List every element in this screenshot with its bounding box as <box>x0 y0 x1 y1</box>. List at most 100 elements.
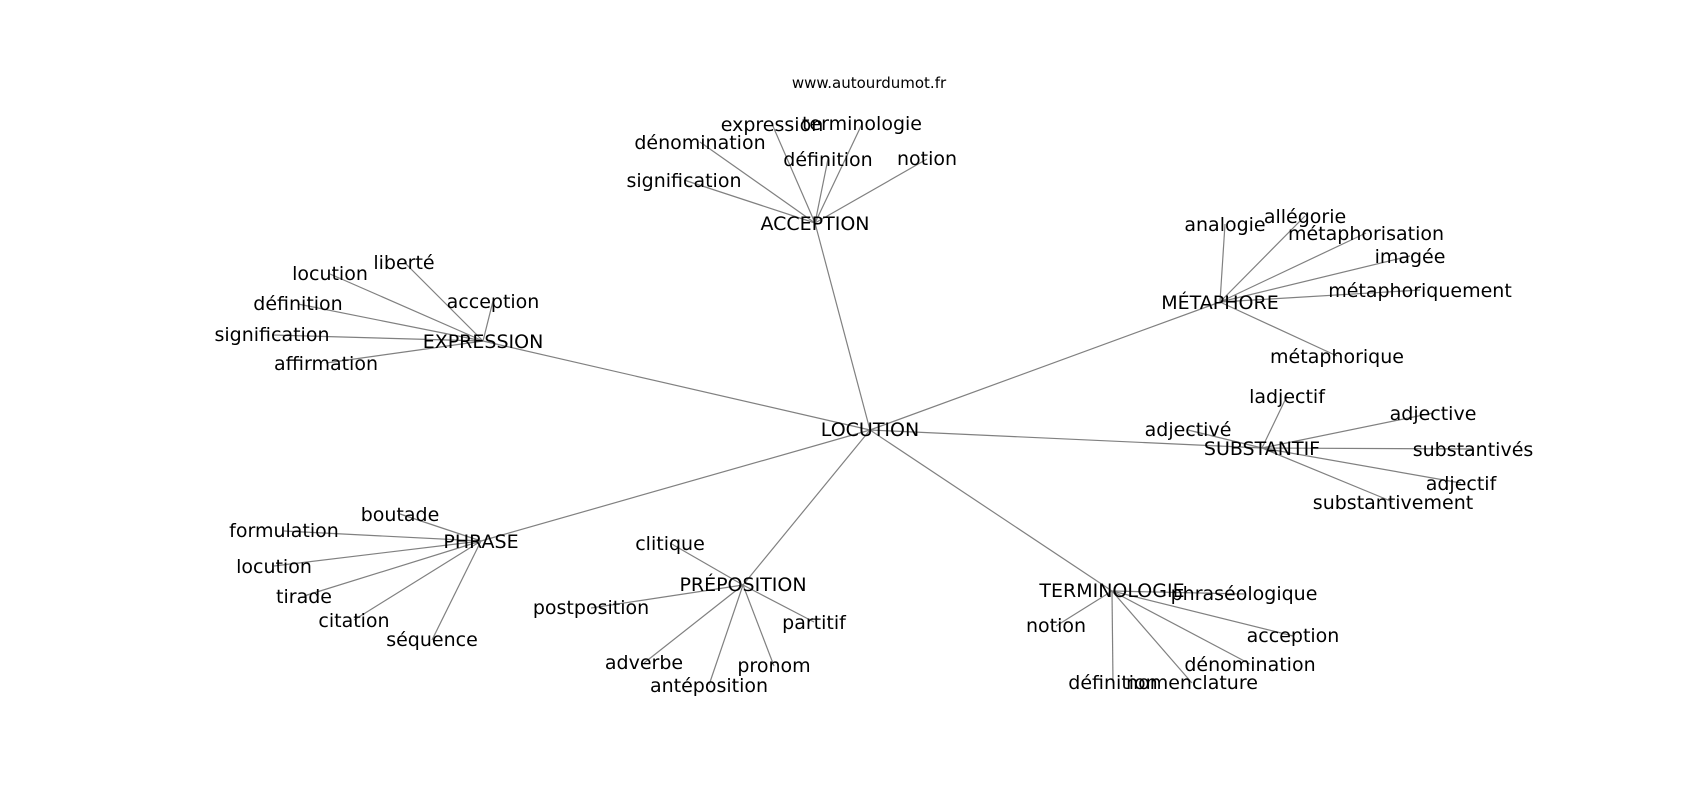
node-child[interactable]: adjectif <box>1426 473 1498 495</box>
node-child[interactable]: analogie <box>1184 214 1265 236</box>
edge <box>1219 232 1367 303</box>
edge <box>669 542 744 586</box>
node-child[interactable]: terminologie <box>802 113 922 135</box>
edge <box>482 300 494 342</box>
edge <box>683 179 816 224</box>
edge <box>1187 429 1263 449</box>
edge <box>1219 289 1421 303</box>
edge <box>699 141 816 224</box>
node-child[interactable]: acception <box>447 291 540 313</box>
node-child[interactable]: substantivés <box>1413 439 1534 461</box>
node-child[interactable]: locution <box>236 556 312 578</box>
node-child[interactable]: citation <box>318 610 389 632</box>
edge <box>297 303 484 342</box>
edge <box>303 540 482 597</box>
node-child[interactable]: dénomination <box>1184 654 1315 676</box>
edge <box>353 540 482 621</box>
node-preposition[interactable]: PRÉPOSITION <box>679 573 806 596</box>
node-child[interactable]: séquence <box>386 629 478 651</box>
node-child[interactable]: adjectivé <box>1145 419 1232 441</box>
node-child[interactable]: adverbe <box>605 652 683 674</box>
edge <box>480 429 871 542</box>
edge <box>1219 301 1338 357</box>
node-child[interactable]: notion <box>1026 615 1086 637</box>
node-child[interactable]: formulation <box>229 520 339 542</box>
node-child[interactable]: liberté <box>373 252 434 274</box>
node-child[interactable]: définition <box>1068 672 1157 694</box>
node-child[interactable]: imagée <box>1375 246 1446 268</box>
node-child[interactable]: boutade <box>361 504 440 526</box>
edge <box>1261 395 1288 449</box>
edge <box>869 301 1221 431</box>
node-child[interactable]: nomenclature <box>1126 672 1258 694</box>
edge <box>273 540 482 567</box>
edge <box>283 530 482 542</box>
edge <box>1261 447 1474 450</box>
node-child[interactable]: allégorie <box>1264 206 1346 228</box>
edge <box>771 123 816 224</box>
node-child[interactable]: signification <box>626 170 741 192</box>
node-terminologie[interactable]: TERMINOLOGIE <box>1038 580 1184 602</box>
node-child[interactable]: métaphorisation <box>1288 223 1444 245</box>
node-child[interactable]: clitique <box>635 533 705 555</box>
edge <box>1219 215 1306 303</box>
edge <box>431 540 482 641</box>
node-child[interactable]: définition <box>783 149 872 171</box>
node-child[interactable]: dénomination <box>634 132 765 154</box>
edge <box>1111 590 1245 595</box>
node-child[interactable]: substantivement <box>1313 492 1473 514</box>
edge <box>482 340 871 431</box>
node-substantif[interactable]: SUBSTANTIF <box>1204 438 1320 460</box>
node-child[interactable]: acception <box>1247 625 1340 647</box>
node-child[interactable]: signification <box>214 324 329 346</box>
edge <box>1219 255 1411 303</box>
node-child[interactable]: postposition <box>533 597 649 619</box>
node-child[interactable]: locution <box>292 263 368 285</box>
node-expression[interactable]: EXPRESSION <box>423 331 544 353</box>
edge <box>708 584 744 686</box>
node-child[interactable]: ladjectif <box>1249 386 1326 408</box>
edge <box>814 158 928 224</box>
edge <box>1111 590 1251 665</box>
edge <box>814 158 829 224</box>
edge <box>329 273 484 342</box>
edge <box>742 584 775 667</box>
edge <box>325 340 484 364</box>
edge <box>1261 447 1462 484</box>
edge <box>742 584 815 623</box>
node-child[interactable]: tirade <box>276 586 332 608</box>
edge <box>1111 590 1193 684</box>
node-child[interactable]: métaphoriquement <box>1328 280 1512 302</box>
source-watermark: www.autourdumot.fr <box>792 74 947 92</box>
edge <box>742 429 871 586</box>
node-center[interactable]: LOCUTION <box>821 419 919 441</box>
edge <box>814 222 871 431</box>
node-child[interactable]: antéposition <box>650 675 768 697</box>
edge <box>1055 590 1113 627</box>
node-child[interactable]: affirmation <box>274 353 378 375</box>
edge <box>1261 412 1434 449</box>
node-metaphore[interactable]: MÉTAPHORE <box>1161 291 1278 314</box>
node-child[interactable]: définition <box>253 293 342 315</box>
edge <box>869 429 1263 449</box>
edge <box>869 429 1113 592</box>
node-phrase[interactable]: PHRASE <box>443 531 518 553</box>
edge <box>590 584 744 609</box>
edge <box>1219 223 1226 303</box>
edge <box>1111 590 1114 684</box>
node-child[interactable]: partitif <box>782 612 847 634</box>
edge <box>1111 590 1294 637</box>
node-acception[interactable]: ACCEPTION <box>760 213 869 235</box>
node-child[interactable]: expression <box>721 114 824 136</box>
edge <box>271 334 484 342</box>
node-child[interactable]: notion <box>897 148 957 170</box>
node-child[interactable]: métaphorique <box>1270 346 1404 368</box>
node-child[interactable]: pronom <box>737 655 810 677</box>
edge <box>1261 447 1394 503</box>
edge <box>403 261 484 342</box>
node-child[interactable]: adjective <box>1390 403 1477 425</box>
node-child[interactable]: phraséologique <box>1171 583 1318 605</box>
edge <box>399 513 482 542</box>
edge <box>643 584 744 664</box>
